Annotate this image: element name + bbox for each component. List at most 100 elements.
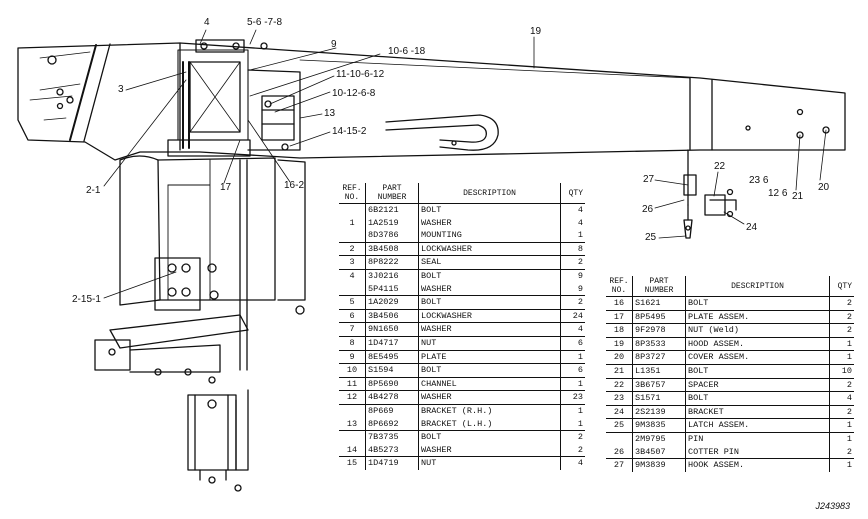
qty-cell: 2 <box>560 295 585 310</box>
description-cell: COVER ASSEM. <box>685 350 830 365</box>
part-number-cell: 7B3735 <box>365 430 419 444</box>
callout-12-6: 12 6 <box>768 188 788 199</box>
part-number-cell: 8P5690 <box>365 376 419 391</box>
qty-cell: 4 <box>560 202 585 217</box>
ref-no-cell: 22 <box>606 377 633 392</box>
qty-cell: 1 <box>560 376 585 391</box>
description-cell: BOLT <box>418 268 561 283</box>
ref-no-cell: 13 <box>339 417 366 431</box>
callout-2-15-1: 2-15-1 <box>72 294 101 305</box>
ref-no-cell: 15 <box>339 456 366 470</box>
qty-cell: 1 <box>577 230 583 241</box>
part-number-cell: 1A2519 <box>365 216 419 230</box>
part-number-cell: 8E5495 <box>365 349 419 364</box>
description-cell: BOLT <box>418 363 561 378</box>
header-part-number: PART NUMBER <box>365 183 419 204</box>
description-cell: SPACER <box>685 377 830 392</box>
part-number-cell: 8P8222 <box>365 255 419 270</box>
description-cell: COTTER PIN <box>685 445 830 459</box>
part-number-cell: 3B4508 <box>365 241 419 256</box>
qty-cell: 4 <box>560 322 585 337</box>
callout-2-1: 2-1 <box>86 185 101 196</box>
description-cell: LATCH ASSEM. <box>685 418 830 433</box>
part-number-cell: L1351 <box>632 363 686 379</box>
qty-cell: 6 <box>560 363 585 378</box>
description-cell: PLATE <box>418 349 561 364</box>
callout-11-10-6-12: 11-10-6-12 <box>336 69 385 80</box>
callout-19: 19 <box>530 26 542 37</box>
description-cell: WASHER <box>418 390 561 405</box>
ref-no-cell <box>339 229 366 243</box>
description-cell: BOLT <box>418 295 561 310</box>
ref-no-cell: 14 <box>339 443 366 457</box>
part-number-cell: 8P669 <box>365 403 419 418</box>
hood-outline <box>17 42 846 161</box>
ref-no-cell: 23 <box>606 391 633 406</box>
description-cell: BRACKET (R.H.) <box>418 403 561 418</box>
description-cell: WASHER <box>418 443 561 457</box>
ref-no-cell: 1 <box>339 216 366 230</box>
qty-cell: 1 <box>560 349 585 364</box>
part-number-cell: 8P6692 <box>365 417 419 431</box>
ref-no-cell: 27 <box>606 458 633 472</box>
ref-no-cell: 9 <box>339 349 366 364</box>
callout-24: 24 <box>746 222 758 233</box>
description-cell: WASHER <box>418 216 561 230</box>
callout-16-2: 16-2 <box>284 180 305 191</box>
callout-10-6-18: 10-6 -18 <box>388 46 426 57</box>
qty-cell: 9 <box>577 283 583 294</box>
part-number-cell: 4B5273 <box>365 443 419 457</box>
ref-no-cell: 8 <box>339 335 366 351</box>
qty-cell: 2 <box>560 255 585 270</box>
callout-4: 4 <box>204 17 210 28</box>
ref-no-cell: 12 <box>339 390 366 405</box>
description-cell: HOOD ASSEM. <box>685 336 830 351</box>
ref-no-cell: 6 <box>339 308 366 323</box>
header-description: DESCRIPTION <box>685 276 830 297</box>
ref-no-cell: 18 <box>606 323 633 338</box>
header-description: DESCRIPTION <box>418 183 561 204</box>
description-cell: WASHER <box>418 322 561 337</box>
callout-22: 22 <box>714 161 726 172</box>
qty-cell: 1 <box>829 418 854 433</box>
callout-3: 3 <box>118 84 124 95</box>
description-cell: BOLT <box>418 202 561 217</box>
part-number-cell: 1D4717 <box>365 335 419 351</box>
ref-no-cell: 3 <box>339 255 366 270</box>
description-cell: LOCKWASHER <box>418 308 561 323</box>
callout-5-6-7-8: 5-6 -7-8 <box>247 17 283 28</box>
ref-no-cell: 11 <box>339 376 366 391</box>
part-number-cell: 1D4719 <box>365 456 419 470</box>
ref-no-cell: 2 <box>339 241 366 256</box>
callout-20: 20 <box>818 182 830 193</box>
ref-no-cell: 4 <box>339 268 366 283</box>
callout-9: 9 <box>331 39 337 50</box>
header-ref-no: REF. NO. <box>339 183 366 204</box>
description-cell: HOOK ASSEM. <box>685 458 830 472</box>
description-cell: WASHER <box>418 282 561 296</box>
ref-no-cell <box>606 431 633 446</box>
description-cell: BOLT <box>685 296 830 311</box>
part-number-cell: 9N1650 <box>365 322 419 337</box>
ref-no-cell: 25 <box>606 418 633 433</box>
description-cell: PLATE ASSEM. <box>685 309 830 324</box>
part-number-cell: 1A2029 <box>365 295 419 310</box>
qty-cell: 10 <box>829 363 854 379</box>
